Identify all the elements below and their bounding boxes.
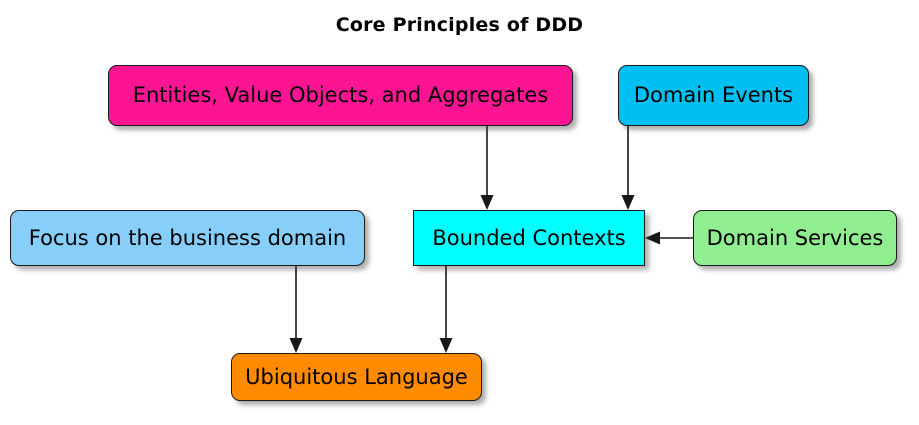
diagram-title: Core Principles of DDD bbox=[335, 14, 584, 36]
node-label: Domain Services bbox=[706, 225, 884, 250]
node-domain-services[interactable]: Domain Services bbox=[693, 210, 897, 266]
edge-domain-events-to-bounded-contexts bbox=[621, 126, 635, 210]
node-label: Domain Events bbox=[633, 83, 794, 107]
edge-focus-to-ubiquitous bbox=[289, 266, 303, 353]
node-label: Bounded Contexts bbox=[432, 225, 626, 250]
edge-bounded-contexts-to-ubiquitous bbox=[439, 266, 453, 353]
edge-entities-to-bounded-contexts bbox=[480, 126, 494, 210]
node-label: Ubiquitous Language bbox=[245, 364, 468, 389]
node-entities-value-objects-aggregates[interactable]: Entities, Value Objects, and Aggregates bbox=[108, 65, 573, 126]
edge-domain-services-to-bounded-contexts bbox=[645, 231, 693, 245]
node-bounded-contexts[interactable]: Bounded Contexts bbox=[413, 210, 645, 266]
node-ubiquitous-language[interactable]: Ubiquitous Language bbox=[231, 353, 482, 401]
node-domain-events[interactable]: Domain Events bbox=[618, 65, 809, 126]
node-focus-on-business-domain[interactable]: Focus on the business domain bbox=[10, 210, 365, 266]
node-label: Focus on the business domain bbox=[28, 225, 347, 250]
node-label: Entities, Value Objects, and Aggregates bbox=[132, 83, 549, 107]
